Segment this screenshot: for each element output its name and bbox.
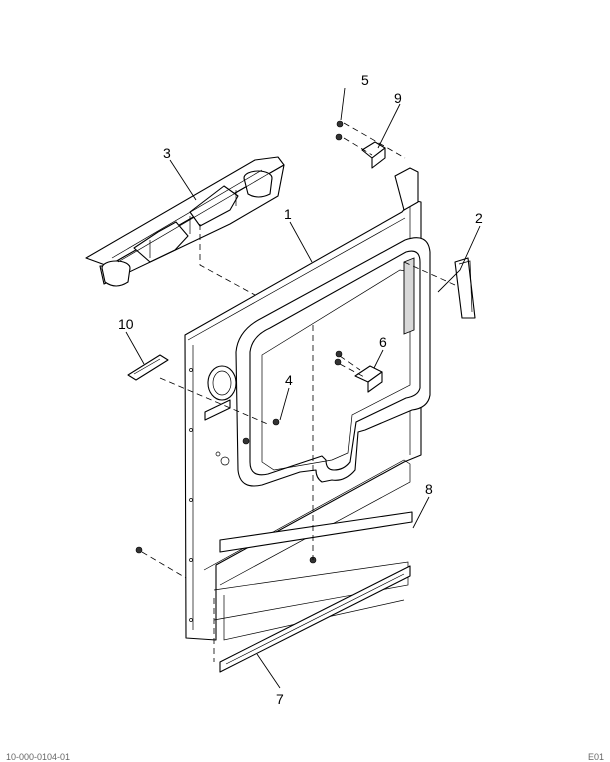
callout-9: 9 [394, 90, 402, 106]
upper-mount-bracket [361, 141, 386, 169]
lower-trim-strip [219, 511, 413, 553]
callout-5: 5 [361, 72, 369, 88]
callout-leaders [125, 87, 481, 689]
assembly-lines [141, 122, 456, 662]
storage-tray [85, 156, 285, 287]
footer-drawing-id: 10-000-0104-01 [6, 752, 71, 762]
callout-8: 8 [425, 481, 433, 497]
callout-2: 2 [475, 210, 483, 226]
callout-4: 4 [285, 372, 293, 388]
small-handle-bracket [127, 354, 169, 381]
center-mount-bracket [354, 365, 383, 393]
fasteners [135, 120, 344, 554]
callout-1: 1 [284, 206, 292, 222]
rear-wall-panel [184, 167, 431, 641]
callout-3: 3 [163, 145, 171, 161]
callout-10: 10 [118, 316, 134, 332]
footer-page-ref: E01 [587, 752, 604, 762]
callout-6: 6 [379, 334, 387, 350]
callout-7: 7 [276, 691, 284, 707]
kick-plate [219, 565, 411, 673]
callout-labels: 1 2 3 4 5 6 7 8 9 10 [118, 72, 483, 707]
side-trim-piece [454, 257, 476, 319]
